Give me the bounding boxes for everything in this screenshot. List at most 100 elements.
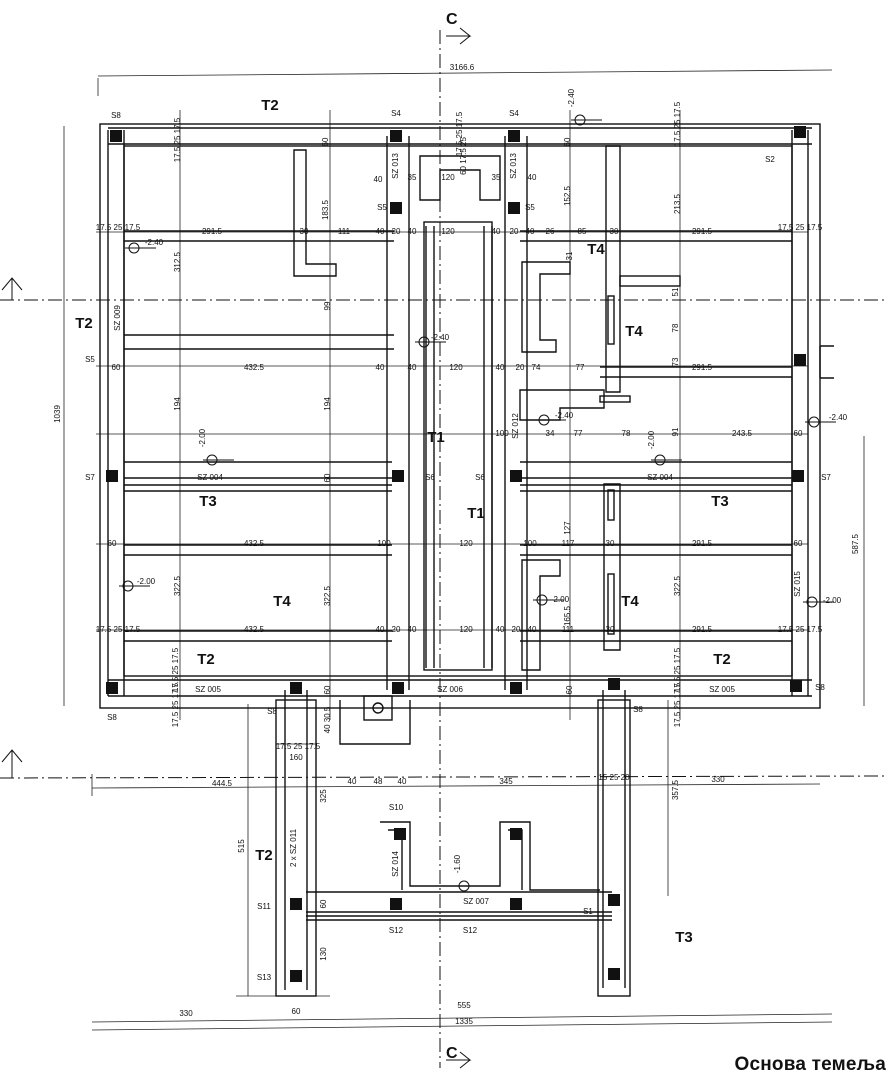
section-mark-bottom: C — [446, 1045, 458, 1062]
plan-label: 40 — [528, 625, 537, 634]
right-stub — [819, 345, 834, 379]
plan-label: T2 — [713, 651, 731, 668]
column-square — [510, 470, 522, 482]
plan-label: 100 — [377, 539, 391, 548]
plan-label: -2.40 — [145, 238, 164, 247]
column-square — [392, 682, 404, 694]
annex-pit-ring — [372, 702, 384, 714]
column-square — [510, 828, 522, 840]
plan-label: 60 — [108, 539, 117, 548]
section-mark-top: C — [446, 11, 458, 28]
plan-label: 111 — [562, 625, 575, 634]
plan-label: 120 — [441, 173, 455, 182]
stair-footing — [419, 155, 501, 201]
plan-label: 30 — [300, 227, 309, 236]
plan-label: 1335 — [455, 1017, 473, 1026]
plan-label: -2.00 — [647, 430, 656, 449]
plan-label: SZ 005 — [709, 685, 735, 694]
plan-label: 165.5 — [563, 605, 572, 626]
plan-label: S6 — [475, 473, 485, 482]
plan-label: 60 — [794, 429, 803, 438]
column-square — [390, 202, 402, 214]
plan-label: -1.60 — [453, 854, 462, 873]
column-square — [106, 682, 118, 694]
plan-label: T2 — [197, 651, 215, 668]
plan-label: 194 — [323, 397, 332, 411]
column-square — [390, 898, 402, 910]
plan-label: 30 — [606, 539, 615, 548]
plan-label: 515 — [237, 839, 246, 853]
annex-footing-comb — [380, 821, 600, 891]
plan-label: 20 — [516, 363, 525, 372]
drawing-caption: Основа темеља — [734, 1054, 886, 1075]
plan-label: 40 — [374, 175, 383, 184]
dimension-line — [91, 783, 821, 789]
column-square — [390, 130, 402, 142]
stair-footing-2 — [519, 389, 605, 421]
plan-label: 120 — [441, 227, 455, 236]
pier-3 — [607, 573, 615, 635]
plan-label: SZ 005 — [195, 685, 221, 694]
plan-label: 51 — [671, 287, 680, 296]
plan-label: 183.5 — [321, 199, 330, 220]
plan-label: T2 — [261, 97, 279, 114]
plan-label: S12 — [389, 926, 404, 935]
column-square — [608, 678, 620, 690]
plan-label: S8 — [111, 111, 121, 120]
plan-label: SZ 014 — [391, 851, 400, 877]
plan-label: -2.00 — [198, 428, 207, 447]
column-square — [794, 354, 806, 366]
plan-label: 34 — [546, 429, 555, 438]
plan-label: 40 — [376, 227, 385, 236]
plan-label: 40 — [376, 363, 385, 372]
plan-label: 40 — [398, 777, 407, 786]
plan-label: 127 — [563, 521, 572, 535]
section-arrow-bottom — [446, 1051, 472, 1069]
plan-label: 17.5 25 17.5 — [276, 742, 321, 751]
plan-label: 26 — [546, 227, 555, 236]
column-square — [290, 682, 302, 694]
plan-label: 60 — [112, 363, 121, 372]
column-square — [608, 968, 620, 980]
plan-label: 40 — [408, 625, 417, 634]
plan-label: 77 — [574, 429, 583, 438]
plan-label: -2.40 — [431, 333, 450, 342]
annex-pit — [339, 700, 411, 745]
column-square — [106, 470, 118, 482]
plan-label: 345 — [499, 777, 513, 786]
plan-label: 40 — [528, 173, 537, 182]
plan-label: SZ 004 — [647, 473, 673, 482]
plan-label: S7 — [821, 473, 831, 482]
inner-footing-outline — [123, 145, 793, 677]
plan-label: 17.5 25 17.5 — [778, 625, 823, 634]
plan-label: S5 — [377, 203, 387, 212]
plan-label: 40 — [496, 363, 505, 372]
plan-label: 78 — [622, 429, 631, 438]
plan-label: 60 — [319, 899, 328, 908]
annex-pit-box — [363, 695, 393, 721]
strip-footing — [605, 145, 621, 393]
plan-label: 213.5 — [673, 193, 682, 214]
column-square — [110, 130, 122, 142]
axis-horizontal-lower — [0, 775, 888, 779]
plan-label: 111 — [338, 227, 351, 236]
columns — [106, 126, 806, 982]
plan-label: 60 — [794, 539, 803, 548]
plan-label: S8 — [107, 713, 117, 722]
pier-5 — [619, 275, 681, 287]
plan-label: 20 — [512, 625, 521, 634]
section-arrow-left-upper — [1, 277, 23, 300]
plan-label: 17.5 25 17.5 — [673, 647, 682, 692]
plan-label: SZ 015 — [793, 571, 802, 597]
central-footing — [423, 221, 493, 671]
plan-label: 322.5 — [323, 585, 332, 606]
dimension-line — [97, 69, 833, 77]
column-square — [508, 202, 520, 214]
plan-label: 291.5 — [692, 625, 713, 634]
plan-label: -2.00 — [137, 577, 156, 586]
plan-label: -2.00 — [823, 596, 842, 605]
dimension-line — [91, 1013, 833, 1023]
plan-label: SZ 009 — [113, 305, 122, 331]
column-square — [392, 470, 404, 482]
